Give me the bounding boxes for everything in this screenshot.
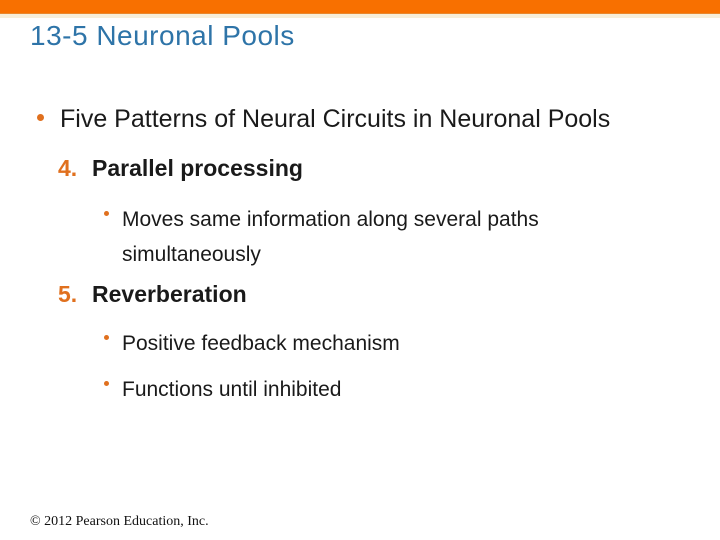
item-heading: Reverberation (92, 281, 247, 307)
numbered-item-reverberation: 5. Reverberation (58, 281, 247, 308)
sub-bullet-text: Functions until inhibited (122, 378, 342, 401)
sub-bullet-row: Functions until inhibited (104, 372, 341, 407)
numbered-item-parallel-processing: 4. Parallel processing (58, 155, 303, 182)
slide-title: 13-5 Neuronal Pools (30, 20, 295, 51)
sub-bullet-row: Positive feedback mechanism (104, 326, 400, 361)
level1-bullet-text: Five Patterns of Neural Circuits in Neur… (60, 105, 611, 133)
bullet-icon (37, 114, 44, 121)
sub-bullet-row: Moves same information along several pat… (104, 202, 592, 272)
top-accent-strip (0, 14, 720, 18)
sub-bullet-text: Moves same information along several pat… (122, 208, 539, 266)
level1-bullet-row: Five Patterns of Neural Circuits in Neur… (37, 104, 610, 134)
top-accent-bar (0, 0, 720, 14)
bullet-icon (104, 211, 109, 216)
sub-bullet-text: Positive feedback mechanism (122, 332, 400, 355)
bullet-icon (104, 381, 109, 386)
copyright-footer: © 2012 Pearson Education, Inc. (30, 514, 209, 529)
bullet-icon (104, 335, 109, 340)
item-number: 5. (58, 281, 78, 307)
item-number: 4. (58, 155, 78, 181)
item-heading: Parallel processing (92, 155, 303, 181)
